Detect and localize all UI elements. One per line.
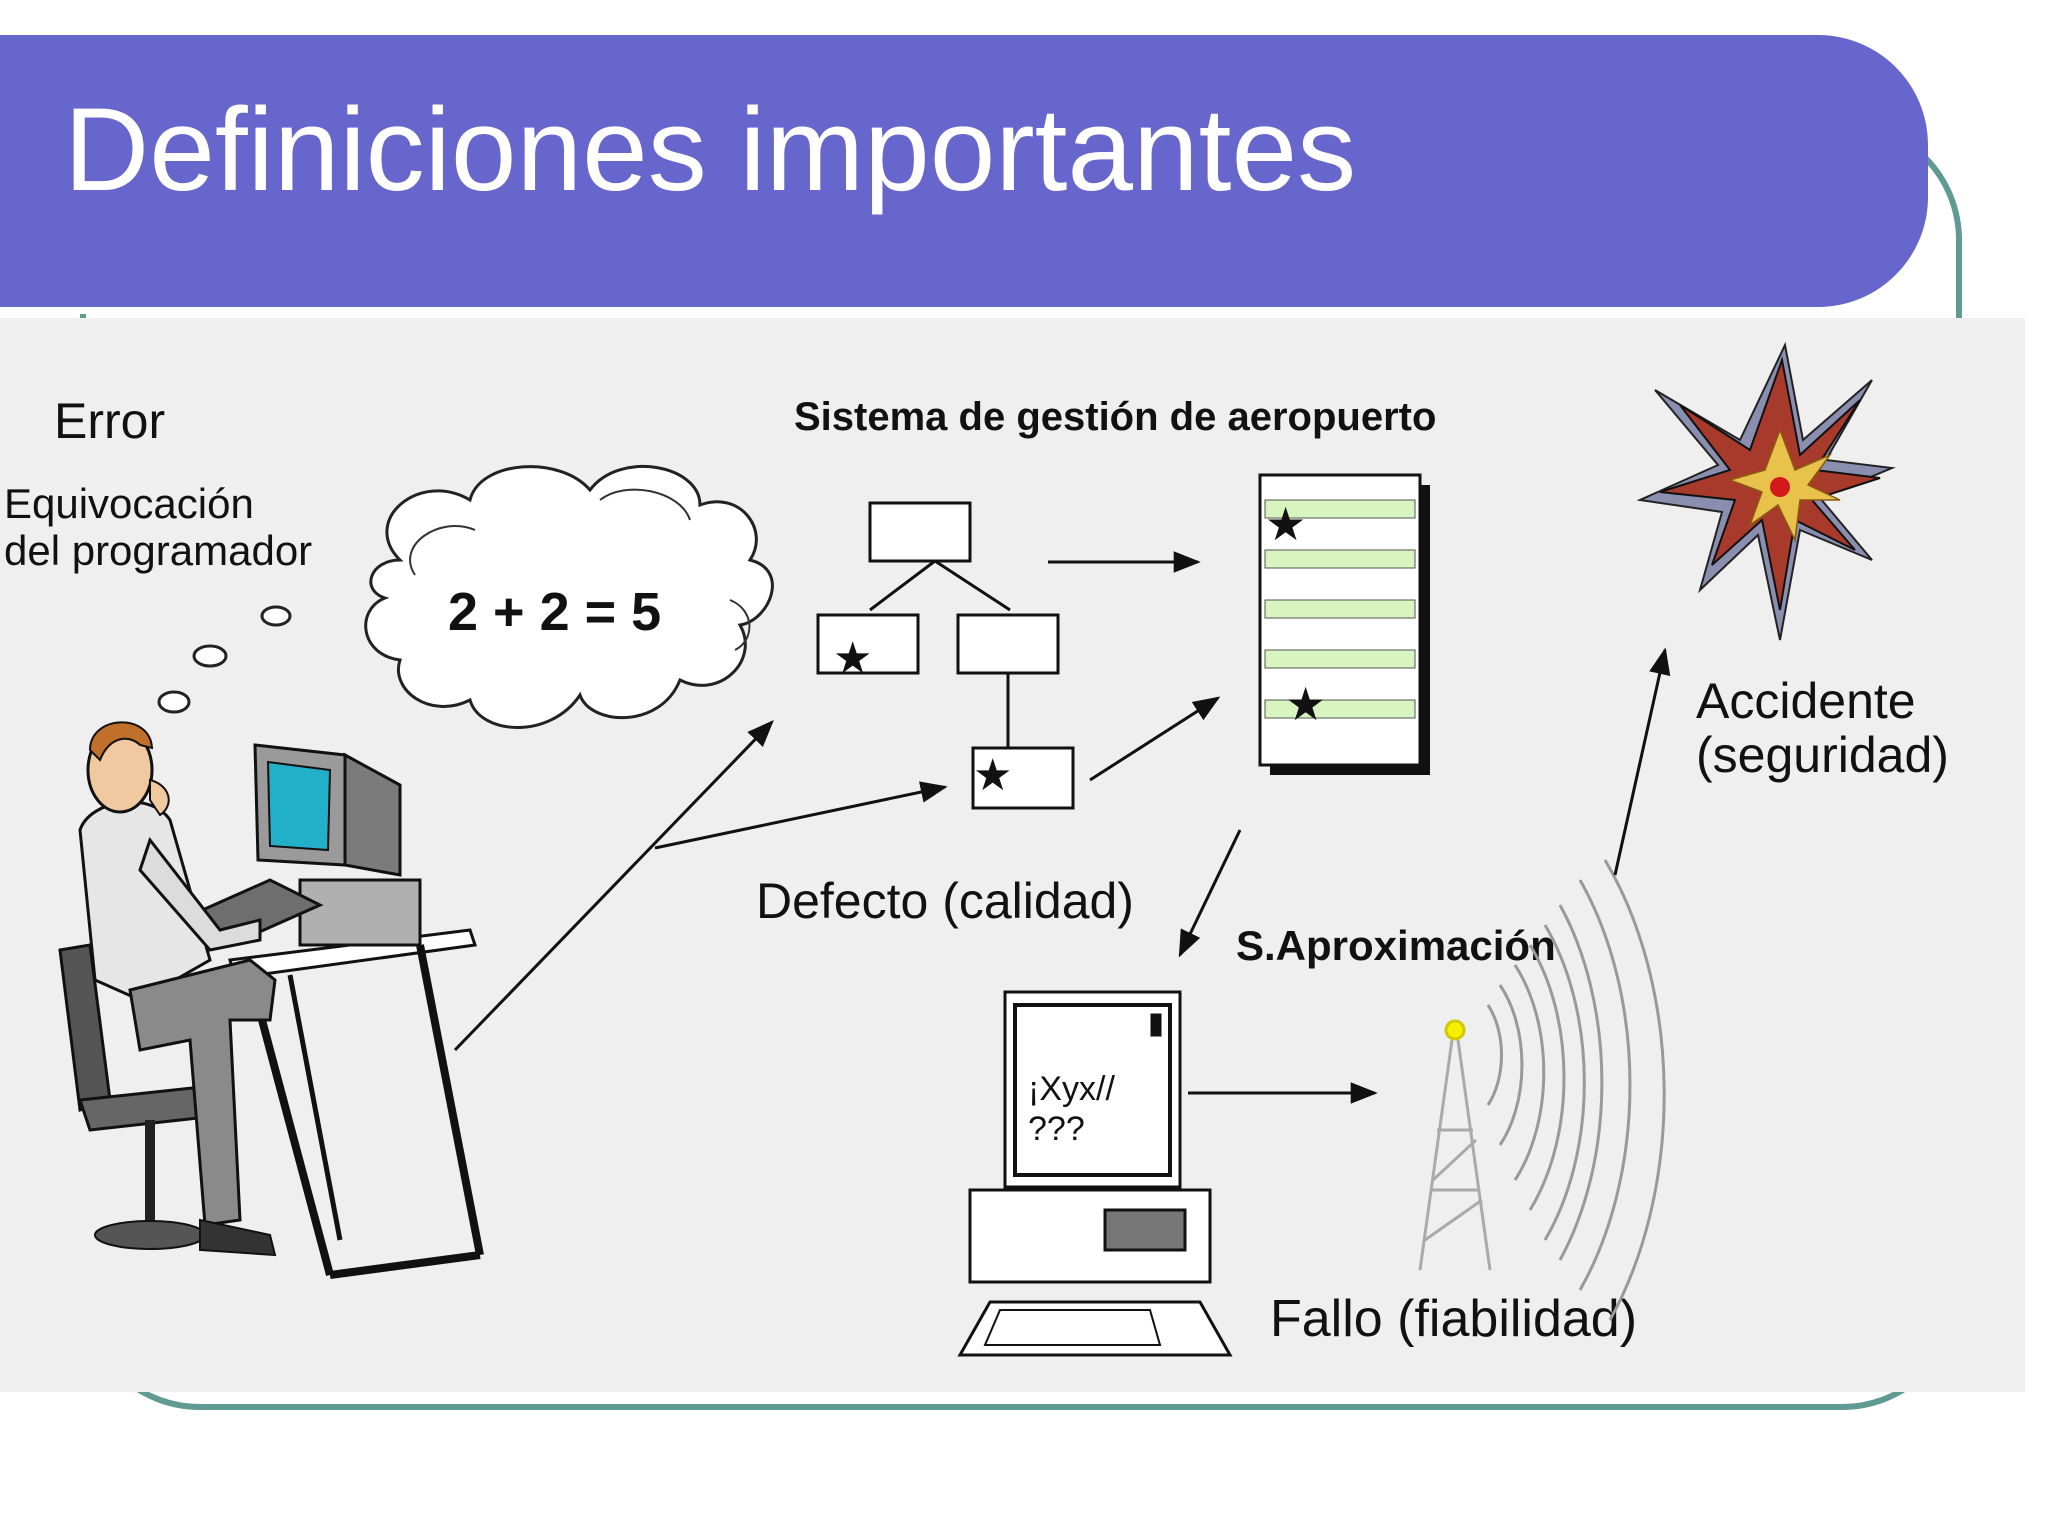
defect-star-icon: ★ — [1265, 498, 1306, 550]
flow-arrows — [453, 551, 1671, 1104]
computer-terminal-icon: ¡Xyx// ??? — [957, 990, 1233, 1357]
screen-line1: ¡Xyx// — [1028, 1070, 1115, 1108]
defect-star-icon: ★ — [833, 634, 872, 683]
thought-text: 2 + 2 = 5 — [448, 582, 661, 642]
defect-label: Defecto (calidad) — [756, 873, 1134, 929]
program-listing-icon: ★ ★ — [1258, 473, 1430, 775]
failure-label: Fallo (fiabilidad) — [1270, 1290, 1637, 1348]
title-underline — [0, 307, 1820, 314]
accident-line1: Accidente — [1696, 673, 1916, 729]
screen-line2: ??? — [1028, 1110, 1085, 1148]
defect-star-icon: ★ — [973, 751, 1012, 800]
accident-line2: (seguridad) — [1696, 727, 1949, 783]
thought-bubbles — [157, 605, 292, 714]
thought-cloud: 2 + 2 = 5 — [364, 465, 774, 729]
error-desc-line1: Equivocación — [4, 480, 254, 527]
error-desc-line2: del programador — [4, 527, 312, 574]
diagram-panel: Error Equivocación del programador Siste… — [0, 318, 2025, 1392]
programmer-at-desk-icon — [58, 721, 484, 1279]
title-bar — [0, 35, 1928, 314]
system-title: Sistema de gestión de aeropuerto — [794, 395, 1436, 439]
module-tree-icon: ★ ★ — [816, 501, 1075, 810]
defect-star-icon: ★ — [1285, 678, 1326, 730]
radio-waves-icon — [1486, 859, 1666, 1321]
explosion-burst-icon — [1636, 341, 1896, 641]
error-title: Error — [54, 393, 165, 449]
slide-title: Definiciones importantes — [64, 84, 1357, 216]
error-chain-diagram: Error Equivocación del programador Siste… — [4, 341, 1949, 1357]
radio-tower-icon — [1418, 1019, 1492, 1271]
approach-label: S.Aproximación — [1236, 922, 1556, 969]
